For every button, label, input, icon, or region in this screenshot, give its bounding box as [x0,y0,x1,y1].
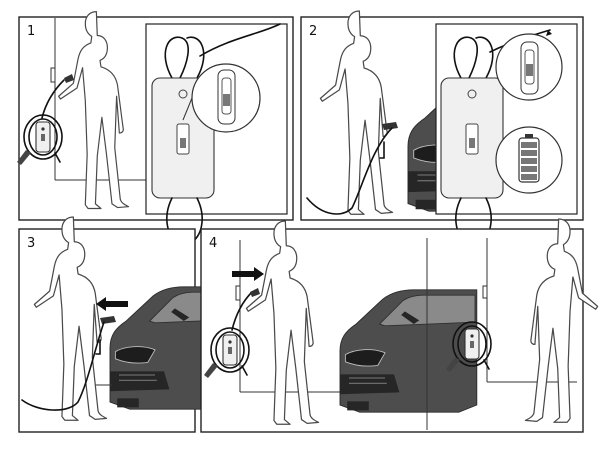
step-3-number: 3 [27,236,35,251]
plug-icon [382,122,398,130]
charge-cable [306,127,393,215]
direction-arrow-icon [96,297,128,311]
step-1-panel: 1 [16,11,294,243]
step-2-number: 2 [309,24,317,39]
step-3-panel: 3 [18,216,248,433]
direction-arrow-icon [232,267,264,281]
wall-socket-icon [235,285,241,301]
power-cable [231,291,253,331]
step-1-number: 1 [27,24,35,39]
step-2-panel: 2 [300,10,584,243]
power-cable [41,79,65,119]
inset-cable [199,23,281,57]
plug-icon [250,288,260,297]
charge-cable [21,321,105,411]
wall-socket-icon [482,285,488,299]
battery-level-icon [518,134,540,183]
wall-socket-icon [50,67,56,83]
plug-icon [64,74,74,83]
step-4-number: 4 [209,236,217,251]
step-4-panel: 4 [200,218,599,433]
